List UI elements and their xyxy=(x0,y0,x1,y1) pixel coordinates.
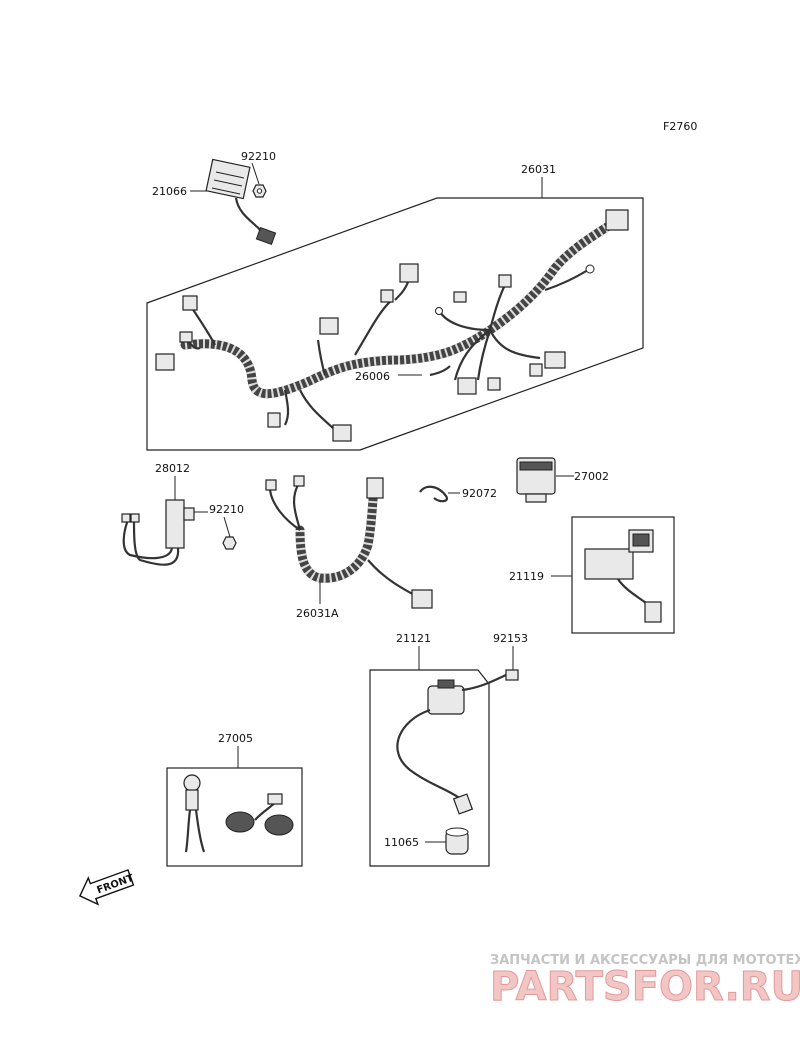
label-21121: 21121 xyxy=(396,632,431,645)
relay-28012 xyxy=(121,499,195,566)
label-92210-mid: 92210 xyxy=(209,503,244,516)
regulator-21066 xyxy=(205,158,277,246)
label-27005: 27005 xyxy=(218,732,253,745)
label-27002: 27002 xyxy=(574,470,609,483)
label-26006: 26006 xyxy=(355,370,390,383)
frame-21119 xyxy=(571,516,675,634)
nut-92210-mid xyxy=(222,536,237,550)
label-92210-top: 92210 xyxy=(241,150,276,163)
ignition-coil-21121 xyxy=(396,673,509,815)
nut-92210 xyxy=(252,184,267,198)
watermark-tagline: ЗАПЧАСТИ И АКСЕССУАРЫ ДЛЯ МОТОТЕХНИКИ xyxy=(490,953,800,968)
watermark-logo: PARTSFOR.RU xyxy=(490,964,800,1010)
frame-27005 xyxy=(166,767,303,867)
figure-code: F2760 xyxy=(663,120,697,133)
label-92072: 92072 xyxy=(462,487,497,500)
bolt-92153 xyxy=(505,669,519,681)
harness-frame-26031 xyxy=(146,197,644,451)
relay-27002 xyxy=(516,457,556,503)
label-26031: 26031 xyxy=(521,163,556,176)
label-28012: 28012 xyxy=(155,462,190,475)
frame-21121 xyxy=(369,669,490,867)
main-harness-26031 xyxy=(155,209,629,442)
cap-11065 xyxy=(445,827,469,855)
label-11065: 11065 xyxy=(384,836,419,849)
front-arrow-icon: FRONT xyxy=(78,869,135,906)
label-21119: 21119 xyxy=(509,570,544,583)
label-26031A: 26031A xyxy=(296,607,339,620)
label-21066: 21066 xyxy=(152,185,187,198)
sub-harness-26031A xyxy=(265,475,433,609)
label-92153: 92153 xyxy=(493,632,528,645)
cdi-21119 xyxy=(584,529,662,623)
horn-27005 xyxy=(183,774,294,853)
band-92072 xyxy=(419,485,448,503)
